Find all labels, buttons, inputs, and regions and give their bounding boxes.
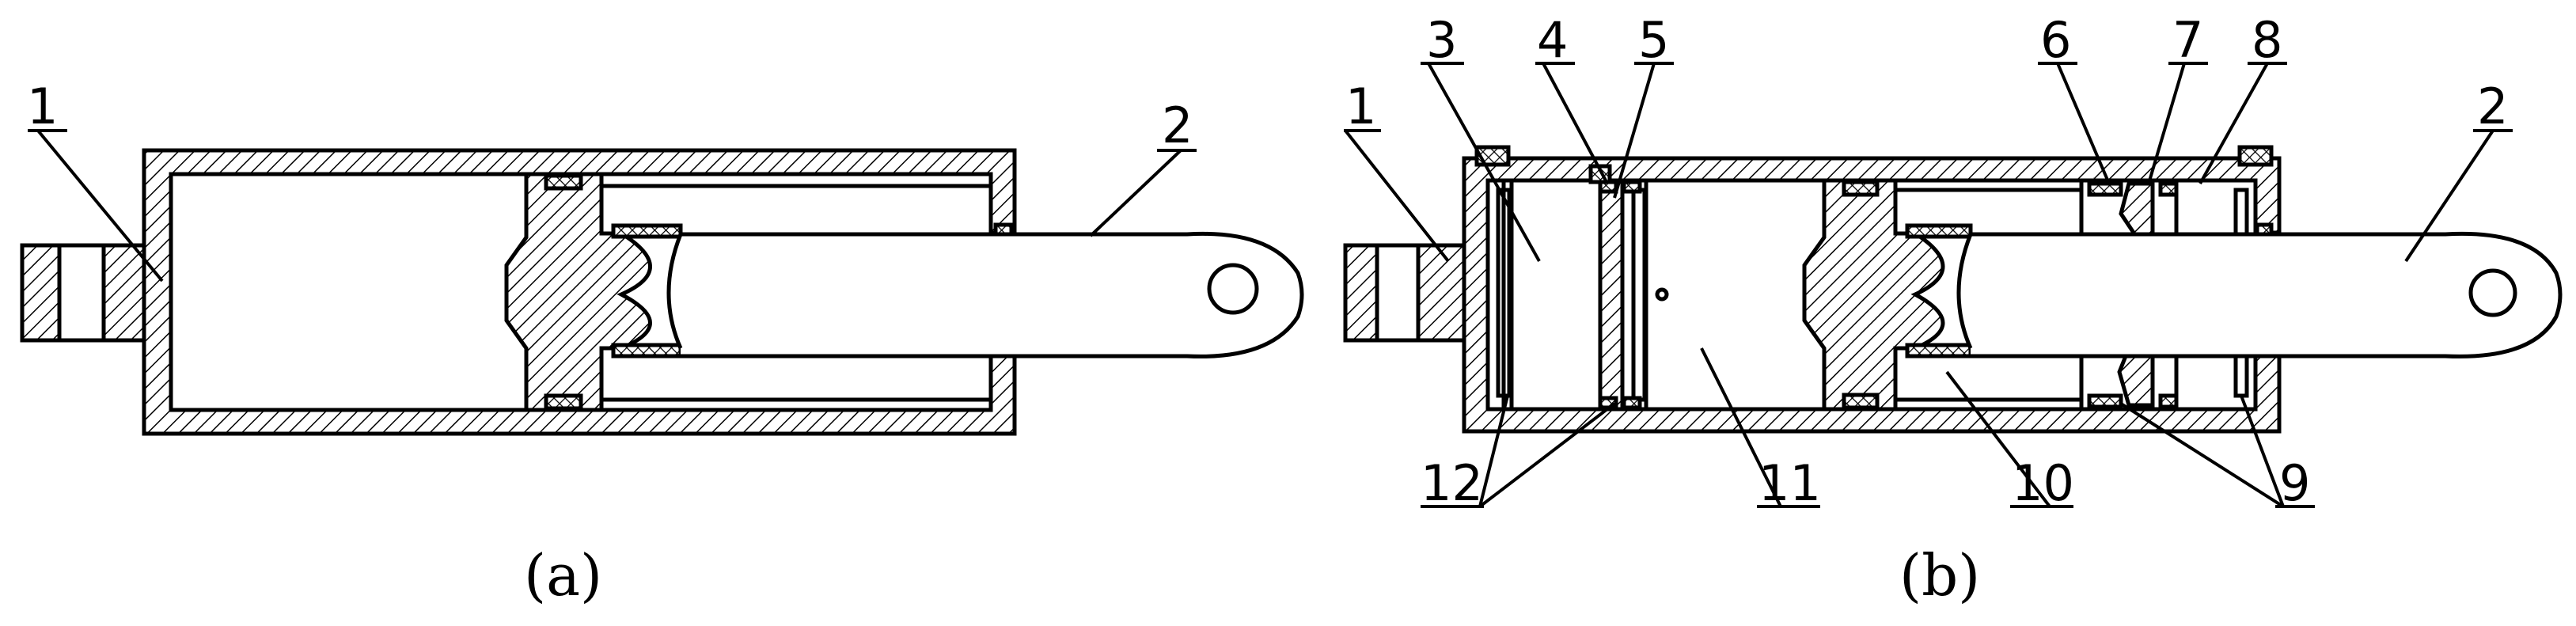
piston-a (504, 172, 652, 412)
caption-a: (a) (524, 542, 602, 609)
lug-b-recess (1375, 243, 1421, 343)
barrel-b (1462, 156, 2282, 434)
label-a-1: 1 (27, 78, 58, 135)
barrel-a (142, 148, 1017, 436)
orifice-b (1655, 287, 1669, 302)
label-a-2: 2 (1162, 97, 1193, 154)
label-b-1: 1 (1345, 78, 1376, 135)
end-cap-b-right (2237, 145, 2274, 167)
piston-b (1802, 178, 1945, 412)
label-b-9: 9 (2279, 454, 2310, 512)
diagram-a (20, 129, 1304, 436)
label-b-4: 4 (1537, 11, 1568, 69)
piston-seal-a-bottom (544, 393, 583, 411)
label-b-12: 12 (1421, 454, 1483, 512)
label-b-11: 11 (1758, 454, 1821, 512)
piston-seal-a-top (544, 173, 583, 191)
label-b-10: 10 (2012, 454, 2074, 512)
label-b-3: 3 (1426, 11, 1457, 69)
label-b-6: 6 (2040, 11, 2071, 69)
caption-b: (b) (1899, 542, 1980, 609)
rod-b (1971, 231, 2563, 359)
rod-a (681, 231, 1304, 359)
label-b-5: 5 (1638, 11, 1669, 69)
rod-eye-b (2468, 268, 2517, 317)
end-cap-b-left (1474, 145, 1511, 167)
label-b-8: 8 (2252, 11, 2282, 69)
lug-a-recess (57, 243, 106, 343)
diagram-b (1343, 62, 2563, 508)
floating-piston-4 (1598, 178, 1625, 412)
rod-eye-a (1207, 263, 1259, 315)
label-b-7: 7 (2172, 11, 2203, 69)
chamber-3 (1509, 178, 1603, 412)
label-b-2: 2 (2477, 78, 2508, 135)
